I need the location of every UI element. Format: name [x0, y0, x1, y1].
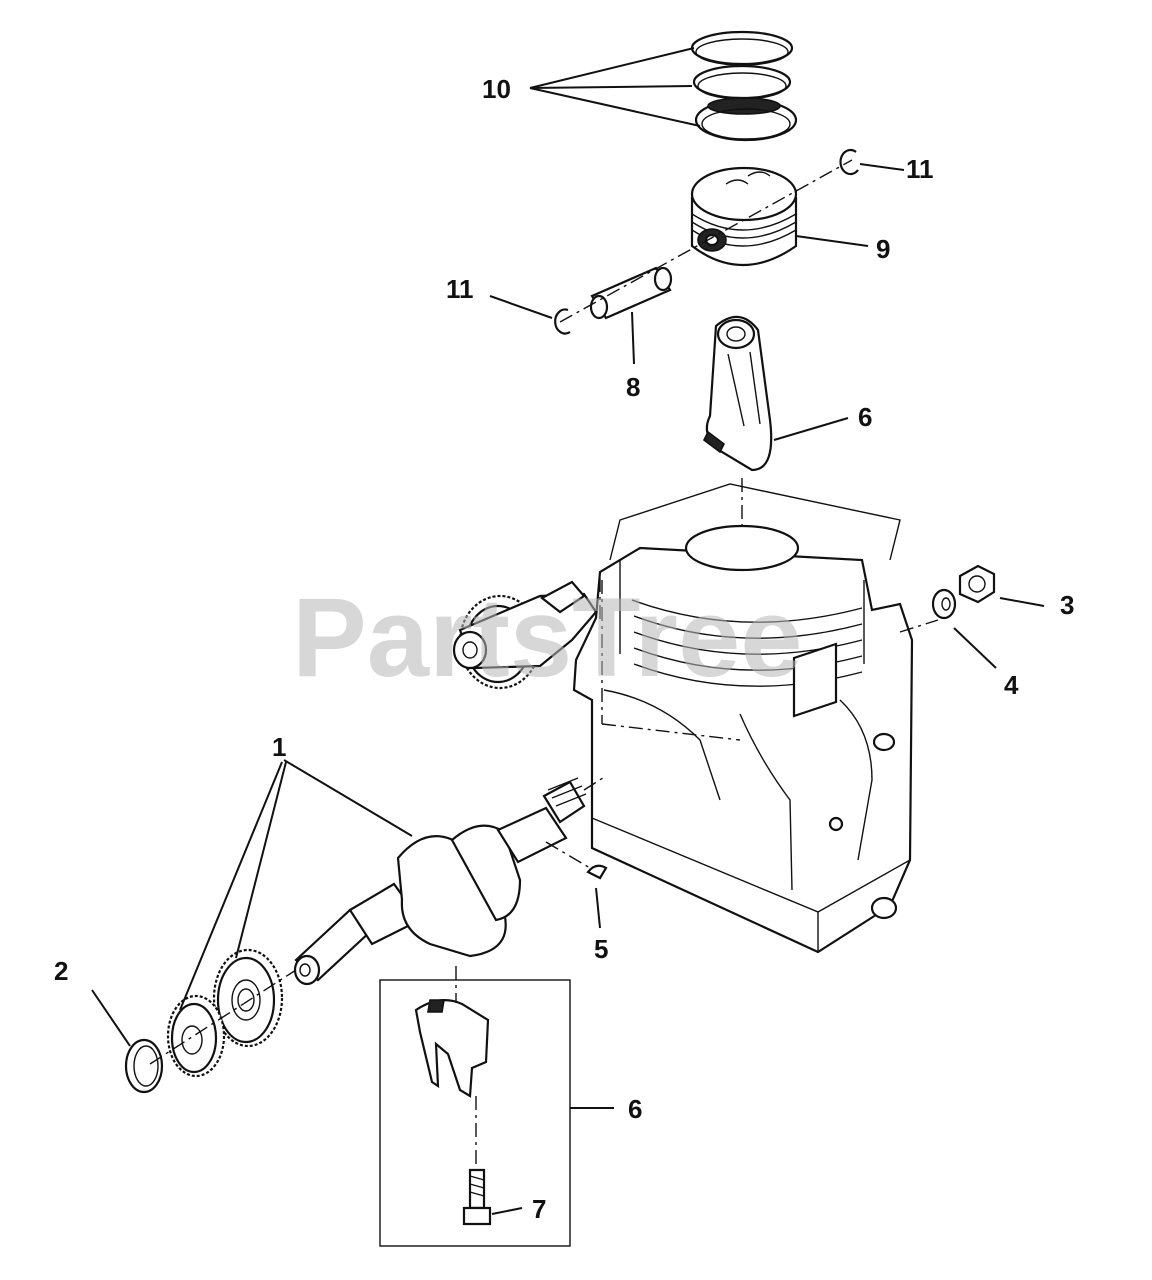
- piston-rings: [690, 30, 798, 142]
- callout-3: 3: [1060, 590, 1074, 620]
- woodruff-key: [586, 864, 608, 880]
- crank-gear-large: [212, 948, 284, 1048]
- callout-2: 2: [54, 956, 68, 986]
- callout-1: 1: [272, 732, 286, 762]
- callout-11-right: 11: [906, 154, 934, 184]
- callout-10-leaders: [529, 47, 701, 127]
- callout-9: 9: [876, 234, 890, 264]
- callout-5: 5: [594, 934, 608, 964]
- callout-10: 10: [482, 74, 511, 104]
- callout-6-lower: 6: [628, 1094, 642, 1124]
- cylinder-block: [572, 483, 914, 954]
- connecting-rod: [702, 315, 773, 472]
- cylinder-dash-lines: [601, 580, 939, 741]
- crank-gear-small: [166, 994, 226, 1078]
- callout-8: 8: [626, 372, 640, 402]
- piston-pin: [589, 266, 673, 320]
- callout-6-upper: 6: [858, 402, 872, 432]
- camshaft-gear: [452, 578, 601, 690]
- retaining-ring: [124, 1038, 164, 1094]
- piston: [690, 166, 798, 266]
- circlip-left: [554, 308, 571, 335]
- lock-washer: [931, 588, 957, 620]
- crankshaft: [293, 777, 587, 986]
- callout-11-left: 11: [446, 274, 474, 304]
- hex-nut: [958, 564, 996, 604]
- rod-cap-inset: [379, 966, 571, 1247]
- callout-1-leaders: [179, 759, 413, 1011]
- rod-bolt: [462, 1168, 492, 1226]
- callout-4: 4: [1004, 670, 1019, 700]
- callout-7: 7: [532, 1194, 546, 1224]
- watermark: PartsTree: [292, 575, 803, 700]
